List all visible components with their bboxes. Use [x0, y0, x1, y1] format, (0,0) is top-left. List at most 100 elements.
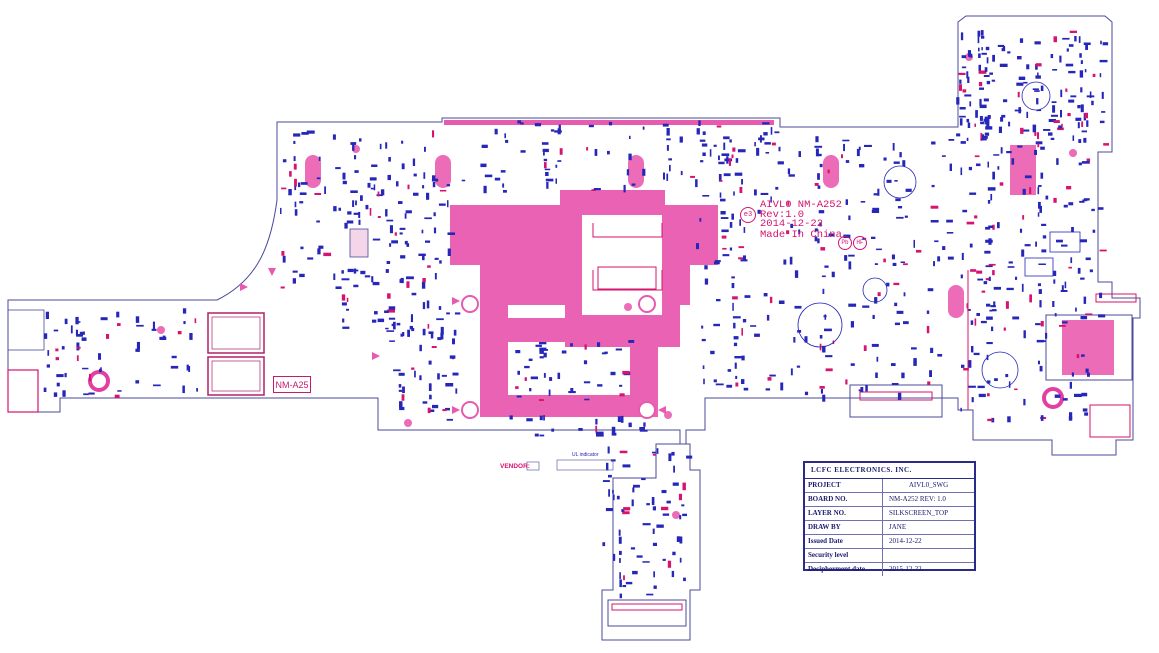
smd-footprint	[502, 183, 505, 188]
smd-footprint	[750, 325, 757, 327]
smd-footprint	[372, 319, 377, 323]
smd-footprint	[1037, 132, 1039, 140]
smd-footprint	[979, 87, 984, 90]
smd-footprint	[778, 300, 785, 304]
smd-footprint	[980, 138, 987, 141]
smd-footprint	[636, 555, 643, 558]
smd-footprint	[432, 182, 436, 188]
smd-footprint	[663, 172, 665, 180]
smd-footprint	[786, 230, 790, 235]
smd-footprint	[376, 194, 383, 197]
smd-footprint	[299, 192, 307, 195]
smd-footprint	[902, 160, 906, 167]
smd-footprint	[350, 142, 357, 145]
smd-footprint	[704, 265, 708, 270]
smd-footprint	[877, 292, 881, 297]
smd-footprint	[293, 133, 301, 137]
smd-footprint	[610, 371, 616, 376]
smd-footprint	[1023, 81, 1028, 84]
smd-footprint	[999, 63, 1008, 67]
smd-footprint	[973, 352, 980, 356]
smd-footprint	[607, 446, 610, 454]
smd-footprint	[1099, 292, 1103, 299]
smd-footprint	[1035, 63, 1042, 67]
smd-footprint	[88, 392, 95, 395]
smd-footprint	[373, 184, 376, 191]
smd-footprint	[543, 415, 545, 421]
smd-footprint	[639, 429, 648, 432]
smd-footprint	[985, 126, 993, 130]
smd-footprint	[733, 322, 736, 329]
smd-footprint	[593, 188, 601, 191]
smd-footprint	[64, 318, 68, 325]
smd-footprint	[760, 135, 762, 143]
smd-footprint	[967, 309, 971, 311]
smd-footprint	[407, 329, 410, 337]
smd-footprint	[971, 397, 974, 403]
smd-footprint	[1099, 59, 1108, 63]
smd-footprint	[298, 182, 301, 188]
smd-footprint	[701, 143, 708, 147]
smd-footprint	[323, 252, 332, 257]
smd-footprint	[863, 345, 867, 351]
smd-footprint	[549, 377, 553, 381]
smd-footprint	[631, 499, 634, 507]
smd-footprint	[718, 174, 722, 182]
smd-footprint	[856, 148, 860, 157]
smd-footprint	[876, 248, 882, 251]
grey-block	[349, 228, 369, 258]
smd-footprint	[289, 171, 292, 177]
smd-footprint	[1101, 111, 1106, 113]
smd-footprint	[1072, 135, 1075, 141]
smd-footprint	[1084, 69, 1087, 73]
smd-footprint	[189, 333, 193, 340]
smd-footprint	[410, 314, 413, 323]
smd-footprint	[913, 239, 915, 248]
smd-footprint	[602, 542, 606, 547]
smd-footprint	[979, 116, 983, 121]
smd-footprint	[987, 418, 993, 422]
smd-footprint	[1029, 187, 1032, 194]
smd-footprint	[1099, 73, 1102, 78]
smd-footprint	[445, 383, 454, 387]
smd-footprint	[978, 70, 987, 74]
smd-footprint	[991, 309, 997, 312]
smd-footprint	[509, 415, 513, 420]
smd-footprint	[721, 229, 729, 233]
smd-footprint	[681, 504, 685, 507]
smd-footprint	[516, 395, 522, 398]
smd-footprint	[818, 210, 825, 214]
smd-footprint	[1060, 290, 1068, 292]
row-value: NM-A252 REV: 1.0	[889, 495, 946, 503]
smd-footprint	[76, 346, 81, 349]
smd-footprint	[100, 317, 108, 321]
smd-footprint	[1065, 63, 1074, 67]
smd-footprint	[961, 252, 964, 260]
smd-footprint	[62, 390, 66, 397]
smd-footprint	[788, 174, 795, 177]
smd-footprint	[733, 336, 739, 340]
smd-footprint	[739, 186, 743, 193]
smd-footprint	[82, 331, 85, 335]
smd-footprint	[787, 168, 791, 175]
smd-footprint	[883, 258, 886, 263]
smd-footprint	[959, 118, 963, 126]
smd-footprint	[480, 163, 487, 168]
smd-footprint	[316, 177, 321, 180]
smd-footprint	[716, 299, 721, 302]
smd-footprint	[695, 179, 698, 188]
smd-footprint	[447, 232, 455, 235]
smd-footprint	[1074, 393, 1082, 397]
smd-footprint	[1085, 44, 1088, 50]
smd-footprint	[551, 428, 555, 432]
smd-footprint	[984, 132, 990, 136]
smd-footprint	[701, 338, 706, 342]
smd-footprint	[1065, 88, 1068, 92]
smd-footprint	[886, 282, 890, 287]
smd-footprint	[422, 253, 425, 261]
smd-footprint	[306, 130, 315, 134]
smd-footprint	[196, 388, 198, 392]
smd-footprint	[666, 145, 669, 151]
smd-footprint	[1097, 207, 1104, 210]
